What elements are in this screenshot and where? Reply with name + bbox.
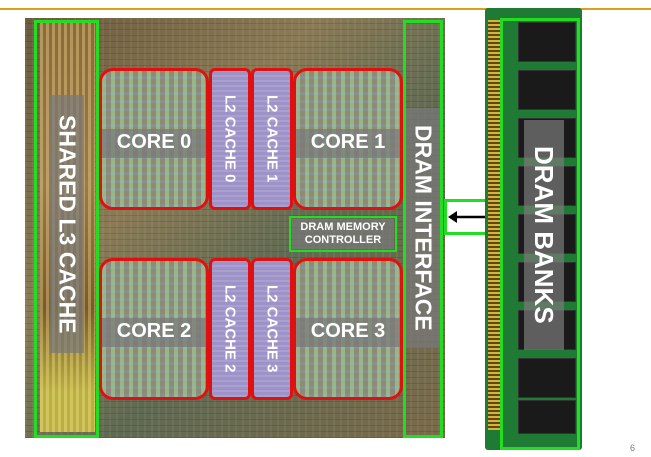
core-3-label: CORE 3 xyxy=(296,318,400,347)
dram-interface-label: DRAM INTERFACE xyxy=(406,108,440,348)
l2-cache-2-label: L2 CACHE 2 xyxy=(214,270,246,388)
dram-pins xyxy=(488,20,500,430)
dram-banks-label: DRAM BANKS xyxy=(524,120,564,350)
core-0-label: CORE 0 xyxy=(102,129,206,158)
l2-cache-1-label: L2 CACHE 1 xyxy=(256,80,288,198)
memctrl-line1: DRAM MEMORY xyxy=(292,222,394,233)
l2-cache-3-label: L2 CACHE 3 xyxy=(256,270,288,388)
page-number: 6 xyxy=(630,443,635,453)
core-1-label: CORE 1 xyxy=(296,129,400,158)
dram-memory-controller-label: DRAM MEMORY CONTROLLER xyxy=(292,219,394,249)
l2-cache-0-label: L2 CACHE 0 xyxy=(214,80,246,198)
shared-l3-cache-label: SHARED L3 CACHE xyxy=(50,95,84,353)
memctrl-line2: CONTROLLER xyxy=(292,235,394,246)
core-2-label: CORE 2 xyxy=(102,318,206,347)
